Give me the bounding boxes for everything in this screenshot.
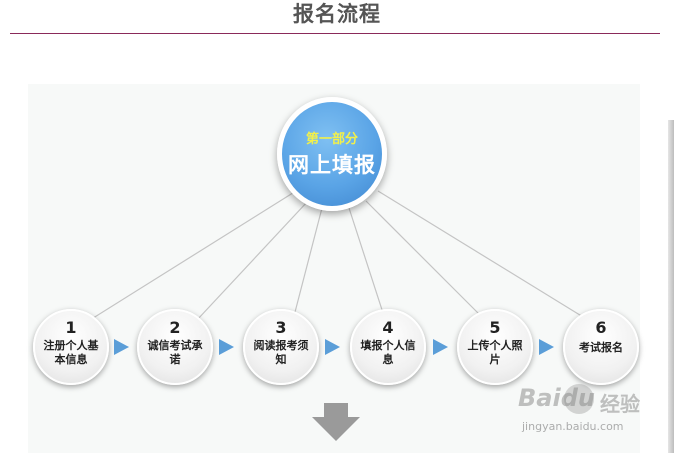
hub-subtitle: 第一部分 bbox=[305, 132, 358, 147]
connector-line-6 bbox=[377, 190, 589, 321]
step-5: 5 上传个人照片 bbox=[457, 309, 533, 385]
arrow-down-icon bbox=[312, 403, 360, 441]
watermark-brand-cn: 经验 bbox=[600, 392, 640, 416]
arrow-right-icon bbox=[433, 339, 448, 355]
arrow-right-icon bbox=[539, 339, 554, 355]
connector-line-4 bbox=[348, 207, 385, 317]
connector-line-2 bbox=[196, 200, 309, 321]
step-number: 3 bbox=[275, 318, 287, 337]
step-1: 1 注册个人基本信息 bbox=[33, 309, 109, 385]
connector-line-3 bbox=[293, 207, 323, 317]
step-3: 3 阅读报考须知 bbox=[243, 309, 319, 385]
step-label: 阅读报考须知 bbox=[253, 339, 309, 366]
step-label: 注册个人基本信息 bbox=[43, 339, 99, 366]
title-divider bbox=[10, 33, 660, 34]
watermark-url: jingyan.baidu.com bbox=[522, 420, 624, 433]
step-label: 填报个人信息 bbox=[360, 339, 416, 366]
page-title: 报名流程 bbox=[293, 1, 381, 26]
step-number: 5 bbox=[489, 318, 501, 337]
connector-line-1 bbox=[89, 190, 297, 321]
step-number: 4 bbox=[382, 318, 394, 337]
step-label: 上传个人照片 bbox=[467, 339, 523, 366]
step-6: 6 考试报名 bbox=[563, 309, 639, 385]
connector-line-5 bbox=[365, 200, 486, 321]
watermark-brand: Baidu bbox=[518, 384, 595, 412]
step-label: 考试报名 bbox=[579, 341, 623, 354]
step-number: 6 bbox=[595, 318, 607, 337]
step-4: 4 填报个人信息 bbox=[350, 309, 426, 385]
baidu-watermark: Baidu 经验 jingyan.baidu.com bbox=[510, 380, 660, 440]
arrow-right-icon bbox=[114, 339, 129, 355]
hub-title: 网上填报 bbox=[288, 152, 376, 177]
step-number: 1 bbox=[65, 318, 77, 337]
step-number: 2 bbox=[169, 318, 181, 337]
baidu-paw-icon bbox=[564, 384, 594, 414]
step-label: 诚信考试承诺 bbox=[147, 339, 203, 366]
arrow-right-icon bbox=[325, 339, 340, 355]
arrow-right-icon bbox=[219, 339, 234, 355]
step-2: 2 诚信考试承诺 bbox=[137, 309, 213, 385]
scrollbar-edge bbox=[668, 120, 674, 453]
hub-circle: 第一部分 网上填报 bbox=[277, 97, 387, 211]
